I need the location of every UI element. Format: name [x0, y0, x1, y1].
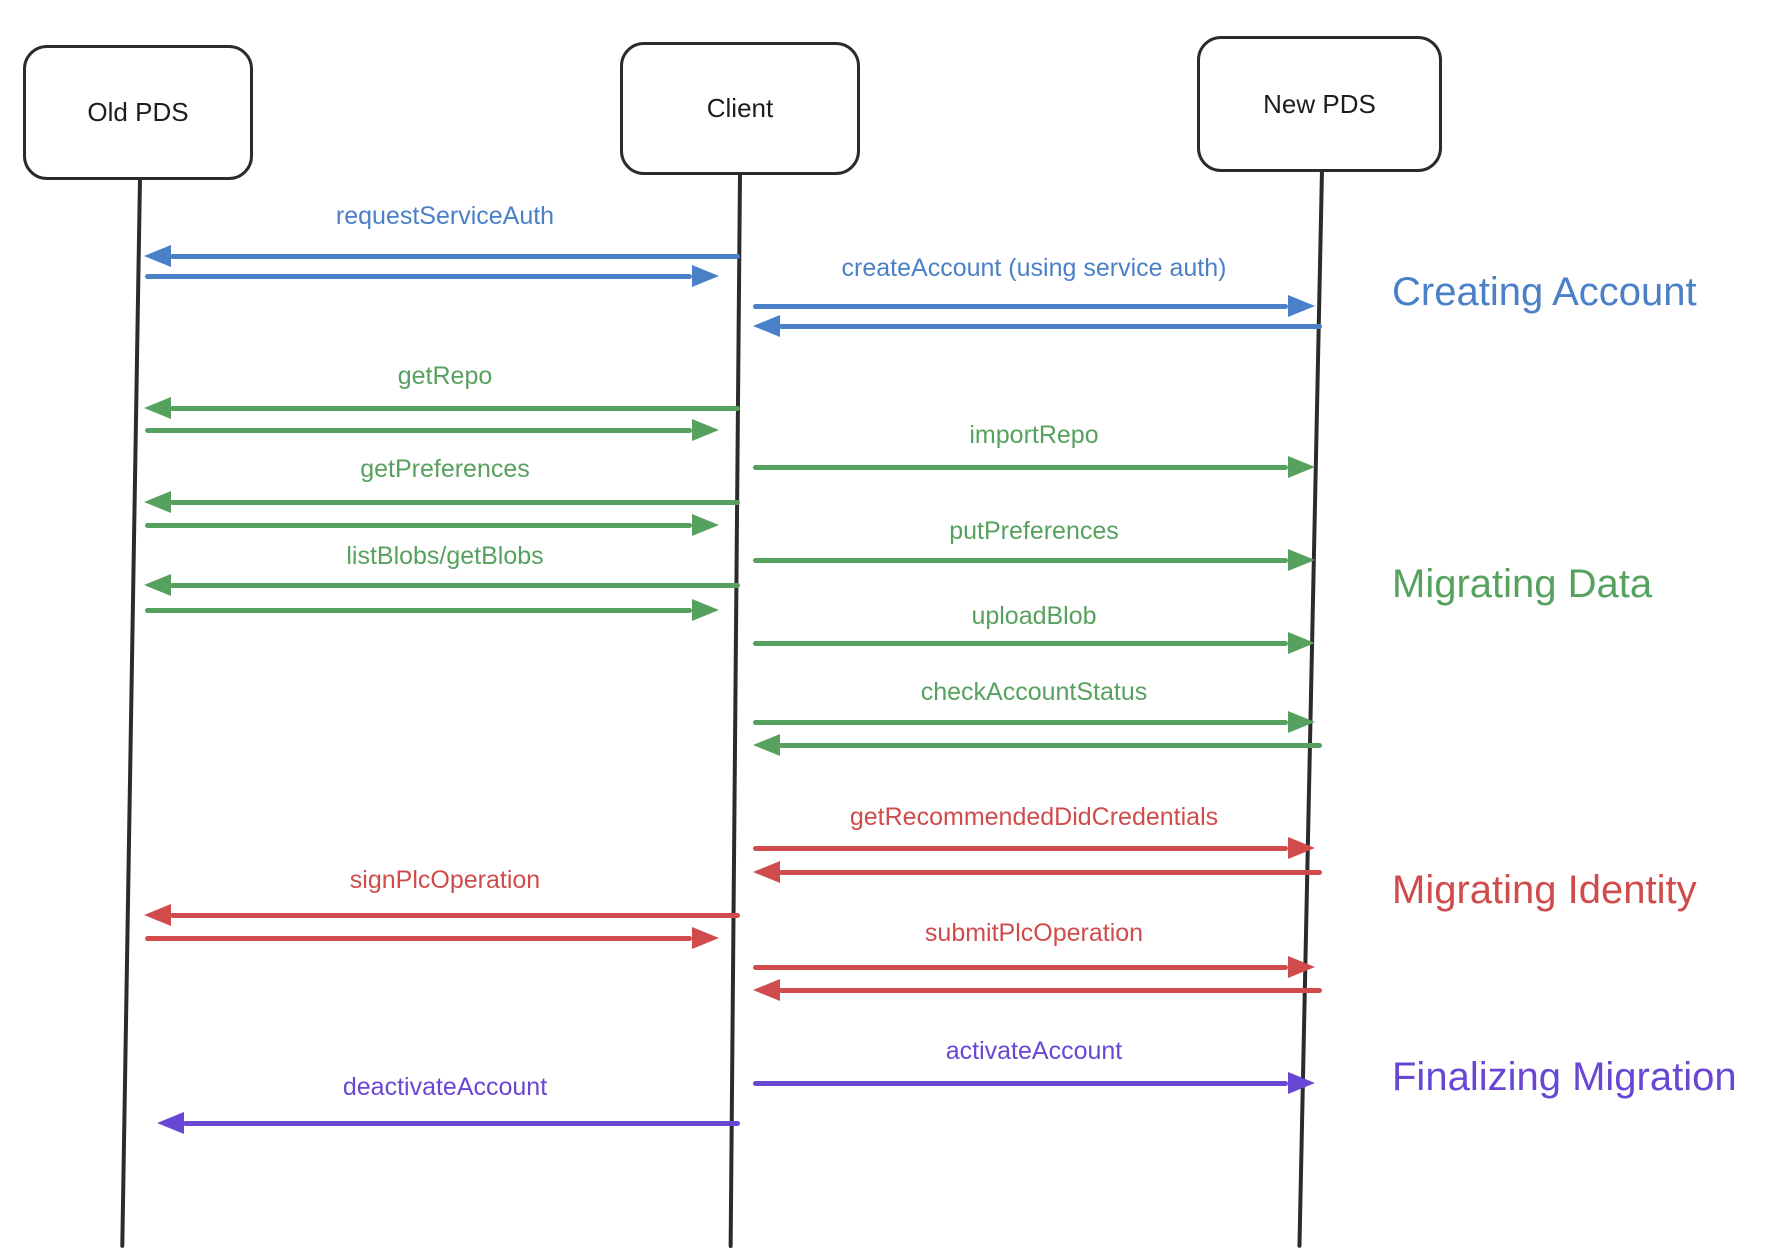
message-label: importRepo: [969, 421, 1099, 449]
call-arrowhead-left-icon: [144, 904, 171, 926]
lifeline-client: [728, 172, 742, 1248]
message-label: requestServiceAuth: [335, 202, 555, 230]
message-label: listBlobs/getBlobs: [346, 542, 544, 570]
message-label: createAccount (using service auth): [841, 254, 1227, 282]
return-arrowhead-right-icon: [692, 419, 719, 441]
return-arrowhead-right-icon: [692, 265, 719, 287]
message-label: uploadBlob: [971, 602, 1097, 630]
message-label: getPreferences: [360, 455, 530, 483]
call-arrow-line: [753, 465, 1288, 470]
message-label: deactivateAccount: [342, 1073, 548, 1101]
call-arrowhead-left-icon: [144, 397, 171, 419]
call-arrowhead-right-icon: [1288, 456, 1315, 478]
call-arrow-line: [753, 846, 1288, 851]
call-arrowhead-left-icon: [157, 1112, 184, 1134]
call-arrow-line: [170, 913, 740, 918]
actor-label-client: Client: [706, 93, 774, 123]
section-label-migrating-identity: Migrating Identity: [1392, 868, 1697, 912]
return-arrow-line: [779, 870, 1322, 875]
call-arrow-line: [753, 558, 1288, 563]
call-arrowhead-right-icon: [1288, 956, 1315, 978]
call-arrowhead-left-icon: [144, 574, 171, 596]
message-label: getRecommendedDidCredentials: [849, 803, 1219, 831]
call-arrowhead-right-icon: [1288, 711, 1315, 733]
call-arrowhead-left-icon: [144, 491, 171, 513]
message-label: submitPlcOperation: [924, 919, 1144, 947]
call-arrow-line: [753, 641, 1288, 646]
call-arrow-line: [753, 720, 1288, 725]
call-arrowhead-left-icon: [144, 245, 171, 267]
call-arrow-line: [170, 583, 740, 588]
call-arrowhead-right-icon: [1288, 837, 1315, 859]
call-arrow-line: [753, 965, 1288, 970]
call-arrow-line: [183, 1121, 740, 1126]
call-arrow-line: [170, 500, 740, 505]
message-label: checkAccountStatus: [920, 678, 1148, 706]
return-arrow-line: [779, 324, 1322, 329]
actor-box-new-pds: New PDS: [1197, 36, 1442, 172]
message-label: getRepo: [397, 362, 493, 390]
call-arrow-line: [170, 406, 740, 411]
actor-label-new-pds: New PDS: [1263, 88, 1376, 119]
return-arrow-line: [145, 608, 692, 613]
call-arrow-line: [753, 1081, 1288, 1086]
section-label-finalizing-migration: Finalizing Migration: [1392, 1055, 1737, 1099]
call-arrowhead-right-icon: [1288, 632, 1315, 654]
return-arrowhead-left-icon: [753, 861, 780, 883]
return-arrowhead-right-icon: [692, 514, 719, 536]
return-arrow-line: [145, 936, 692, 941]
return-arrowhead-left-icon: [753, 734, 780, 756]
call-arrow-line: [170, 254, 740, 259]
call-arrow-line: [753, 304, 1288, 309]
section-label-migrating-data: Migrating Data: [1392, 562, 1653, 606]
return-arrowhead-left-icon: [753, 315, 780, 337]
return-arrowhead-right-icon: [692, 599, 719, 621]
message-label: putPreferences: [949, 517, 1119, 545]
actor-box-old-pds: Old PDS: [23, 45, 253, 180]
message-label: signPlcOperation: [349, 866, 541, 894]
return-arrowhead-right-icon: [692, 927, 719, 949]
return-arrow-line: [779, 988, 1322, 993]
message-label: activateAccount: [945, 1037, 1123, 1065]
lifeline-old-pds: [120, 177, 142, 1248]
actor-label-old-pds: Old PDS: [87, 97, 189, 127]
return-arrow-line: [145, 274, 692, 279]
section-label-creating-account: Creating Account: [1392, 270, 1697, 314]
return-arrow-line: [145, 523, 692, 528]
return-arrowhead-left-icon: [753, 979, 780, 1001]
call-arrowhead-right-icon: [1288, 1072, 1315, 1094]
call-arrowhead-right-icon: [1288, 295, 1315, 317]
call-arrowhead-right-icon: [1288, 549, 1315, 571]
actor-box-client: Client: [620, 42, 860, 175]
return-arrow-line: [145, 428, 692, 433]
return-arrow-line: [779, 743, 1322, 748]
